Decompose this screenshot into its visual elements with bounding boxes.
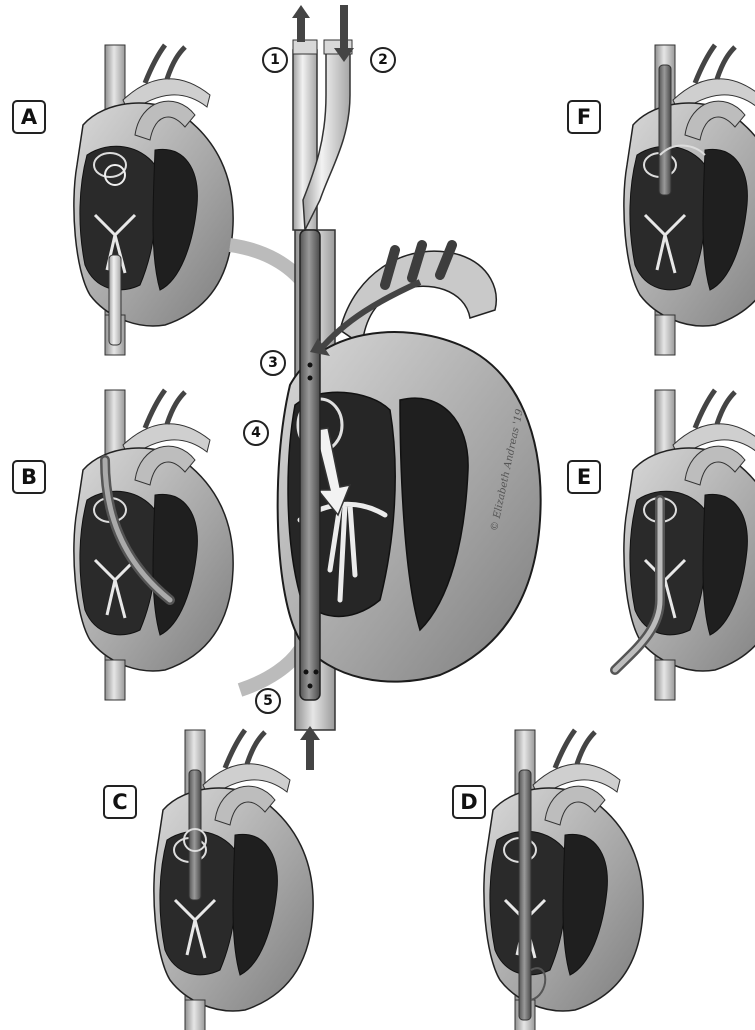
panel-label-d: D	[452, 785, 486, 819]
panel-label-e: E	[567, 460, 601, 494]
panel-label-f: F	[567, 100, 601, 134]
heart-panel-d	[484, 730, 643, 1030]
central-heart	[230, 230, 541, 730]
heart-panel-f	[624, 45, 755, 355]
panel-label-b: B	[12, 460, 46, 494]
callout-4: 4	[243, 420, 269, 446]
callout-3: 3	[260, 350, 286, 376]
panel-label-c: C	[103, 785, 137, 819]
heart-panel-b	[74, 390, 233, 700]
callout-2: 2	[370, 47, 396, 73]
callout-5: 5	[255, 688, 281, 714]
heart-panel-e	[615, 390, 755, 700]
callout-1: 1	[262, 47, 288, 73]
panel-label-a: A	[12, 100, 46, 134]
heart-panel-a	[74, 45, 233, 355]
heart-panel-c	[154, 730, 313, 1030]
